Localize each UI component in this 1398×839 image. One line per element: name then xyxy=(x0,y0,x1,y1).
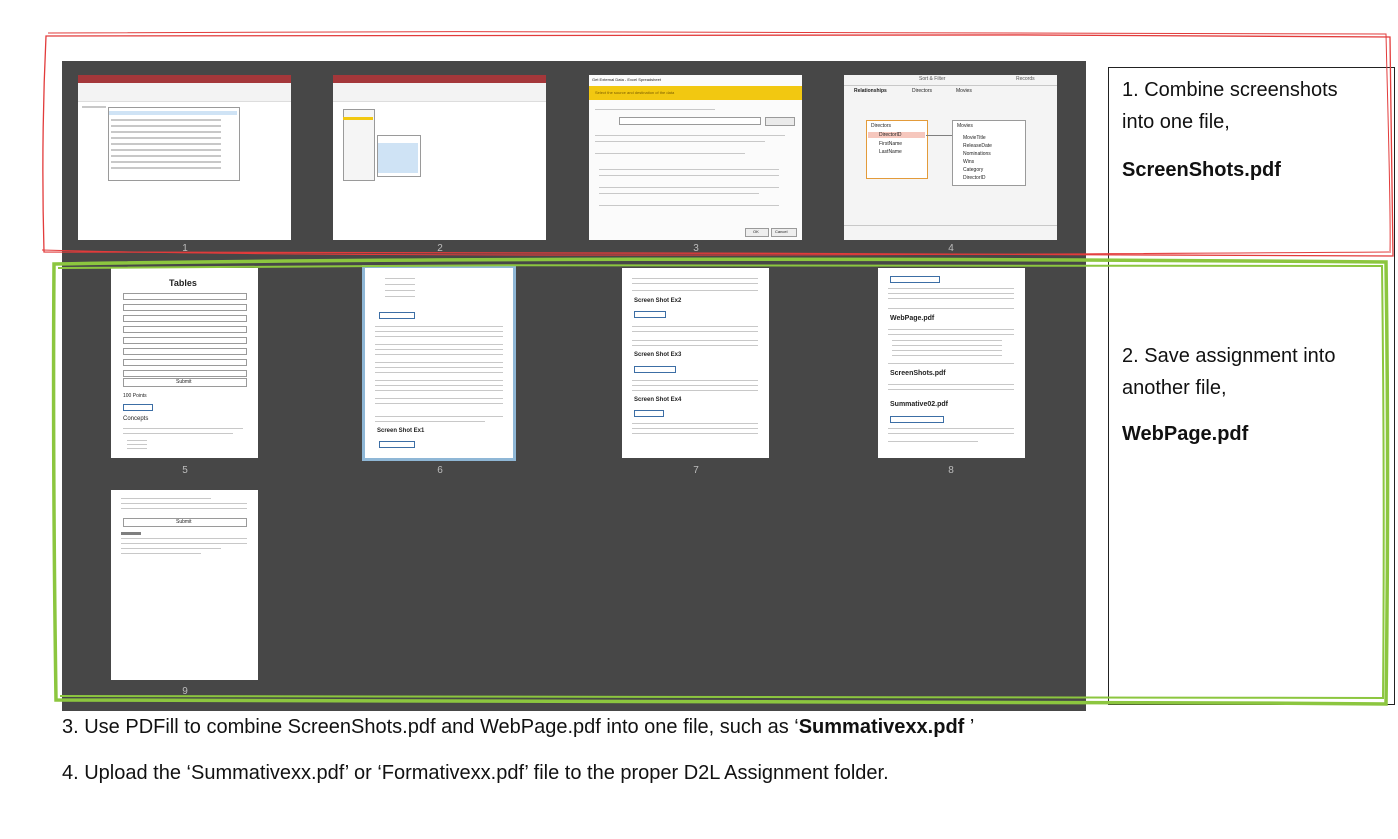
page-thumbnail-5[interactable]: Tables Submit 100 Points Concepts xyxy=(111,268,258,458)
directors-table[interactable]: Directors DirectorID FirstName LastName xyxy=(866,120,928,179)
dialog-banner xyxy=(589,86,802,100)
page-number-7: 7 xyxy=(693,465,699,476)
page-thumbnail-7[interactable]: Screen Shot Ex2 Screen Shot Ex3 Screen S… xyxy=(622,268,769,458)
screenshot-heading-ex2: Screen Shot Ex2 xyxy=(634,298,682,304)
step2-line1: 2. Save assignment into xyxy=(1122,345,1336,367)
access-ribbon xyxy=(333,83,546,102)
page-thumbnail-9[interactable]: Submit xyxy=(111,490,258,680)
page-thumbnail-1[interactable] xyxy=(78,75,291,240)
summative-pdf-heading: Summative02.pdf xyxy=(890,401,948,408)
green-annotation-outline xyxy=(51,257,1390,706)
dialog-banner-text: Select the source and destination of the… xyxy=(595,90,675,95)
instruction-panel: 1. Combine screenshots into one file, Sc… xyxy=(1108,67,1395,705)
screenshot-heading-ex3: Screen Shot Ex3 xyxy=(634,352,682,358)
pdf-thumbnail-viewer: 1 2 Get External Data - Excel Spreadshee… xyxy=(62,61,1086,711)
page-title: Tables xyxy=(169,278,197,288)
page-number-2: 2 xyxy=(437,243,443,254)
submit-button[interactable]: Submit xyxy=(123,378,247,387)
tab-movies[interactable]: Movies xyxy=(956,88,972,94)
ok-button[interactable]: OK xyxy=(745,228,769,237)
step1-line1: 1. Combine screenshots xyxy=(1122,79,1338,101)
submit-button-p9[interactable]: Submit xyxy=(123,518,247,527)
page-number-1: 1 xyxy=(182,243,188,254)
page-number-6: 6 xyxy=(437,465,443,476)
group-records: Records xyxy=(1016,76,1035,82)
red-annotation-outline-2 xyxy=(41,30,1391,256)
page-thumbnail-2[interactable] xyxy=(333,75,546,240)
step3-prefix: 3. Use PDFill to combine ScreenShots.pdf… xyxy=(62,716,799,738)
step2-filename: WebPage.pdf xyxy=(1122,423,1249,445)
step1-filename: ScreenShots.pdf xyxy=(1122,159,1281,181)
page-number-9: 9 xyxy=(182,686,188,697)
step1-line2: into one file, xyxy=(1122,111,1230,133)
page-number-8: 8 xyxy=(948,465,954,476)
page-number-3: 3 xyxy=(693,243,699,254)
page-number-5: 5 xyxy=(182,465,188,476)
page-thumbnail-4[interactable]: Sort & Filter Records Relationships Dire… xyxy=(844,75,1057,240)
step3-suffix: ’ xyxy=(964,716,975,738)
access-titlebar xyxy=(333,75,546,83)
dialog-title: Get External Data - Excel Spreadsheet xyxy=(592,77,661,82)
green-annotation-outline-2 xyxy=(57,263,1385,700)
page-thumbnail-8[interactable]: WebPage.pdf ScreenShots.pdf Summative02.… xyxy=(878,268,1025,458)
step2-line2: another file, xyxy=(1122,377,1227,399)
page-thumbnail-3[interactable]: Get External Data - Excel Spreadsheet Se… xyxy=(589,75,802,240)
tab-directors[interactable]: Directors xyxy=(912,88,933,94)
movies-table[interactable]: Movies MovieTitle ReleaseDate Nomination… xyxy=(952,120,1026,186)
step4-text: 4. Upload the ‘Summativexx.pdf’ or ‘Form… xyxy=(62,762,889,784)
concepts-heading: Concepts xyxy=(123,416,149,422)
tab-relationships[interactable]: Relationships xyxy=(854,88,887,94)
screenshot-heading: Screen Shot Ex1 xyxy=(377,428,425,434)
webpage-pdf-heading: WebPage.pdf xyxy=(890,315,935,322)
page-thumbnail-6[interactable]: Screen Shot Ex1 xyxy=(362,265,516,461)
page-number-4: 4 xyxy=(948,243,954,254)
step3-text: 3. Use PDFill to combine ScreenShots.pdf… xyxy=(62,716,974,739)
red-annotation-outline xyxy=(42,33,1394,257)
access-ribbon xyxy=(78,83,291,102)
points-label: 100 Points xyxy=(123,393,147,399)
screenshots-pdf-heading: ScreenShots.pdf xyxy=(890,370,946,377)
step3-filename: Summativexx.pdf xyxy=(798,716,965,738)
screenshot-heading-ex4: Screen Shot Ex4 xyxy=(634,397,682,403)
access-titlebar xyxy=(78,75,291,83)
cancel-button[interactable]: Cancel xyxy=(771,228,797,237)
group-sort-filter: Sort & Filter xyxy=(919,76,946,82)
